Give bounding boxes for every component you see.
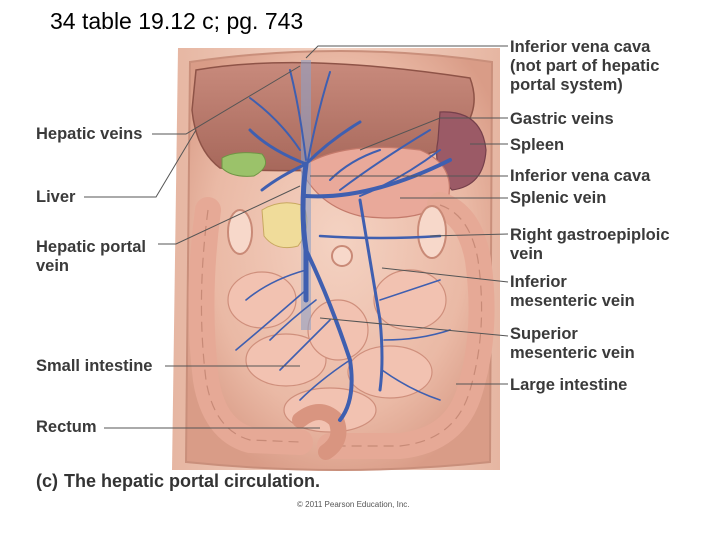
mesenteric-branches bbox=[235, 269, 451, 401]
leader-liver bbox=[84, 129, 197, 198]
label-inferior-vena-cava: Inferior vena cava bbox=[510, 167, 651, 185]
label-small-intestine: Small intestine bbox=[36, 357, 153, 375]
portal-veins bbox=[235, 69, 452, 422]
label-ivc-note-line1: Inferior vena cava bbox=[510, 38, 651, 56]
leader-superior-mesenteric bbox=[319, 317, 509, 337]
label-superior-mesenteric-line1: Superior bbox=[510, 325, 578, 343]
leader-hepatic-portal-vein bbox=[158, 185, 301, 245]
label-ivc-note-line2: (not part of hepatic bbox=[510, 57, 660, 75]
label-hepatic-veins: Hepatic veins bbox=[36, 125, 143, 143]
label-inferior-mesenteric-line1: Inferior bbox=[510, 273, 567, 291]
cut-colon-right bbox=[417, 205, 447, 259]
label-hepatic-portal-vein-line2: vein bbox=[36, 257, 70, 275]
label-rectum: Rectum bbox=[36, 418, 97, 436]
cut-colon-left bbox=[227, 209, 253, 255]
label-large-intestine: Large intestine bbox=[510, 376, 628, 394]
pancreas bbox=[261, 202, 308, 249]
leader-hepatic-veins bbox=[152, 65, 301, 135]
portal-branches bbox=[248, 120, 362, 192]
inferior-mesenteric-vein bbox=[358, 198, 384, 392]
rectum bbox=[292, 404, 347, 460]
label-spleen: Spleen bbox=[510, 136, 565, 154]
label-gastric-veins: Gastric veins bbox=[510, 110, 614, 128]
caption-text: The hepatic portal circulation. bbox=[64, 471, 321, 491]
label-ivc-note-line3: portal system) bbox=[510, 76, 623, 94]
leader-right-gastroepiploic bbox=[429, 233, 509, 237]
label-superior-mesenteric-line2: mesenteric vein bbox=[510, 344, 635, 362]
hepatic-veins bbox=[249, 69, 331, 161]
label-right-gastroepiploic-line2: vein bbox=[510, 245, 544, 263]
gallbladder bbox=[221, 152, 267, 177]
leader-ivc-top bbox=[305, 45, 508, 59]
right-gastroepiploic-vein bbox=[318, 234, 442, 240]
caption-part: (c) bbox=[36, 471, 58, 491]
label-liver: Liver bbox=[36, 188, 76, 206]
leader-inferior-mesenteric bbox=[381, 267, 509, 283]
leader-lines bbox=[84, 45, 509, 429]
label-splenic-vein: Splenic vein bbox=[510, 189, 607, 207]
label-inferior-mesenteric-line2: mesenteric vein bbox=[510, 292, 635, 310]
label-hepatic-portal-vein-line1: Hepatic portal bbox=[36, 238, 147, 256]
copyright-notice: © 2011 Pearson Education, Inc. bbox=[297, 500, 410, 509]
slide-title: 34 table 19.12 c; pg. 743 bbox=[50, 8, 304, 34]
cut-duodenum bbox=[331, 245, 353, 267]
figure-caption: (c) The hepatic portal circulation. bbox=[36, 471, 320, 492]
label-right-gastroepiploic-line1: Right gastroepiploic bbox=[510, 226, 670, 244]
leader-gastric-veins bbox=[359, 117, 508, 151]
